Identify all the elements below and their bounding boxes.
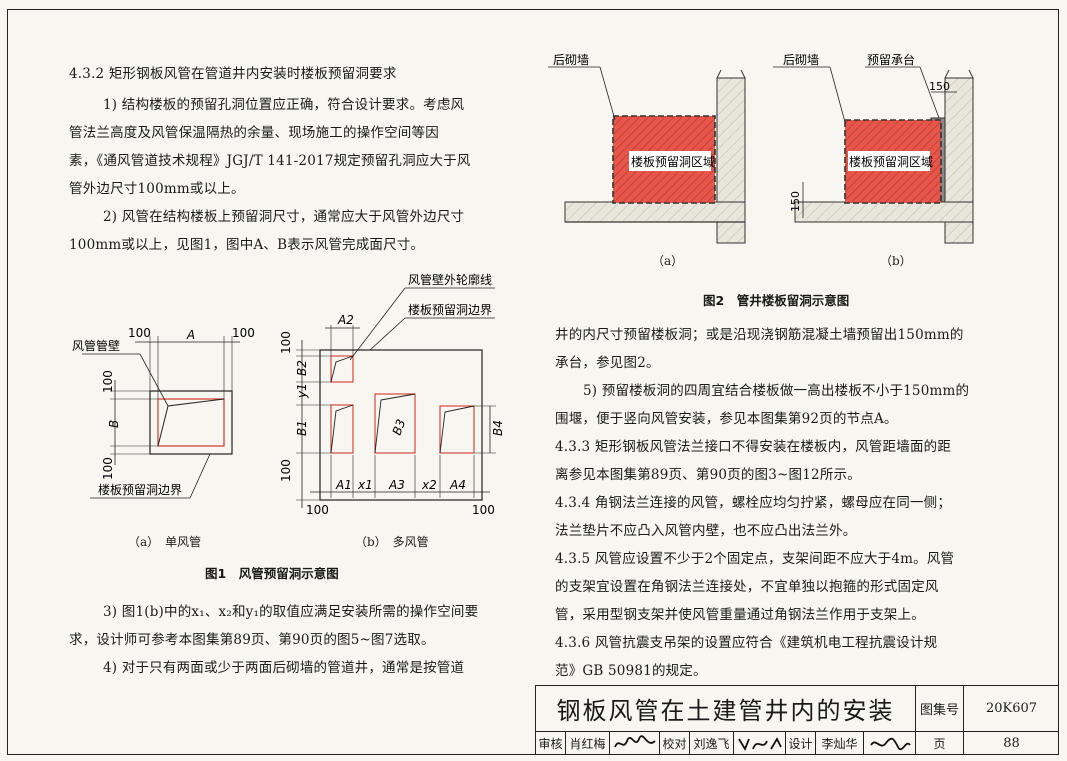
fig1a-dim-A: A [186,328,195,342]
fig1-caption-a: （a） 单风管 [128,535,202,549]
para1-line1: 1) 结构楼板的预留孔洞位置应正确，符合设计要求。考虑风 [103,97,465,113]
fig2b-dim-150-left: 150 [789,191,802,212]
para3-line1: 3) 图1(b)中的x₁、x₂和y₁的取值应满足安装所需的操作空间要 [103,604,479,620]
right-line8: 法兰垫片不应凸入风管内壁，也不应凸出法兰外。 [555,523,857,539]
right-line7: 4.3.4 角钢法兰连接的风管，螺栓应均匀拧紧，螺母应在同一侧； [555,495,952,511]
fig1a-single-duct: A 100 100 B 100 100 风管管壁 楼板预留洞边界 [72,326,255,499]
page-number: 88 [963,731,1059,755]
para2-line2: 100mm或以上，见图1，图中A、B表示风管完成面尺寸。 [69,237,425,253]
fig1a-label-hole-boundary: 楼板预留洞边界 [98,482,182,497]
right-line11: 管，采用型钢支架并使风管重量通过角钢法兰作用于支架上。 [555,607,925,623]
right-line4: 围堰，便于竖向风管安装，参见本图集第92页的节点A。 [555,411,898,427]
title-block: 钢板风管在土建管井内的安装 图集号 20K607 审核 肖红梅 校对 刘逸飞 设… [535,685,1059,755]
fig1b-dim-A3: A3 [388,478,405,492]
para4-line1: 4) 对于只有两面或少于两面后砌墙的管道井，通常是按管道 [103,660,465,676]
fig2b-dim-150-top: 150 [929,80,950,93]
atlas-label: 图集号 [915,685,963,731]
fig1a-hole-boundary [149,390,233,455]
fig1b-dim-x1: x1 [357,478,373,492]
designer-signature [863,731,915,755]
fig1b-dim-B4: B4 [491,420,505,436]
fig1-caption-b: （b） 多风管 [355,535,429,549]
fig1b-dim-A1: A1 [335,478,352,492]
svg-text:100: 100 [279,459,293,482]
fig1a-label-duct-wall: 风管管壁 [72,338,120,353]
right-line2: 承台，参见图2。 [555,355,660,371]
fig1a-dim-100-right: 100 [232,326,255,340]
fig1-title: 图1 风管预留洞示意图 [205,566,339,581]
review-label: 审核 [535,731,565,755]
para3-line2: 求，设计师可参考本图集第89页、第90页的图5~图7选取。 [69,632,435,648]
reviewer-name: 肖红梅 [565,731,609,755]
svg-text:楼板预留洞区域: 楼板预留洞区域 [849,154,933,169]
fig2-caption-b: （b） [880,254,912,268]
fig1b-dim-y1: y1 [295,383,309,399]
checker-signature [733,731,785,755]
fig2a: 楼板预留洞区域 后砌墙 [548,53,746,244]
fig2b-label-rear-wall: 后砌墙 [783,53,819,67]
fig1b-dim-B2: B2 [295,360,309,376]
fig1b-label-outer-contour: 风管壁外轮廓线 [408,272,492,287]
svg-text:楼板预留洞区域: 楼板预留洞区域 [631,154,715,169]
para1-line4: 管外边尺寸100mm或以上。 [69,181,245,197]
figure2-diagram: 楼板预留洞区域 后砌墙 楼板预留洞区域 后砌墙 预留承台 150 150 [548,52,974,244]
fig1b-dim-B1: B1 [295,420,309,436]
fig2a-label-rear-wall: 后砌墙 [553,53,589,67]
right-line6: 离参见本图集第89页、第90页的图3~图12所示。 [555,467,861,483]
right-line12: 4.3.6 风管抗震支吊架的设置应符合《建筑机电工程抗震设计规 [555,635,938,651]
right-line5: 4.3.3 矩形钢板风管法兰接口不得安装在楼板内，风管距墙面的距 [555,439,952,455]
reviewer-signature [609,731,659,755]
svg-text:100: 100 [101,370,115,393]
section-heading-432: 4.3.2 矩形钢板风管在管道井内安装时楼板预留洞要求 [69,66,397,82]
right-line13: 范》GB 50981的规定。 [555,663,707,679]
right-line3: 5) 预留楼板洞的四周宜结合楼板做一高出楼板不小于150mm的 [583,383,970,399]
drawing-title: 钢板风管在土建管井内的安装 [535,685,915,731]
fig1b-dim-B3: B3 [390,417,409,437]
figure1-diagram: A 100 100 B 100 100 风管管壁 楼板预留洞边界 A2 [72,272,505,517]
fig2-title: 图2 管井楼板留洞示意图 [703,293,850,308]
fig1b-dim-A4: A4 [449,478,466,492]
fig1b-hole-boundary [319,349,483,501]
fig1a-duct-outline [157,398,225,447]
fig1a-dim-100-left: 100 [128,326,151,340]
svg-text:100: 100 [472,503,495,517]
svg-text:100: 100 [306,503,329,517]
para2-line1: 2) 风管在结构楼板上预留洞尺寸，通常应大于风管外边尺寸 [103,209,465,225]
para1-line3: 素，《通风管道技术规程》JGJ/T 141-2017规定预留孔洞应大于风 [69,153,471,169]
fig1b-multi-duct: A2 A1 x1 A3 x2 A4 100 100 100 B2 y1 B1 1… [279,272,505,517]
check-label: 校对 [659,731,689,755]
svg-text:100: 100 [101,457,115,480]
right-line1: 井的内尺寸预留楼板洞；或是沿现浇钢筋混凝土墙预留出150mm的 [555,327,964,343]
fig1b-dim-x2: x2 [421,478,437,492]
svg-text:100: 100 [279,331,293,354]
checker-name: 刘逸飞 [689,731,733,755]
atlas-number: 20K607 [963,685,1059,731]
fig2b: 楼板预留洞区域 后砌墙 预留承台 150 150 [773,52,974,244]
fig1a-dim-B: B [107,420,121,428]
fig1b-dim-A2: A2 [337,313,354,327]
right-line9: 4.3.5 风管应设置不少于2个固定点，支架间距不应大于4m。风管 [555,551,955,567]
fig2-caption-a: （a） [652,254,684,268]
design-label: 设计 [785,731,815,755]
page-label: 页 [915,731,963,755]
drawing-frame [7,9,1059,755]
fig2b-label-platform: 预留承台 [867,52,915,67]
designer-name: 李灿华 [815,731,863,755]
right-line10: 的支架宜设置在角钢法兰连接处，不宜单独以抱箍的形式固定风 [555,579,939,595]
fig1b-label-hole-boundary: 楼板预留洞边界 [408,302,492,317]
para1-line2: 管法兰高度及风管保温隔热的余量、现场施工的操作空间等因 [69,125,439,141]
